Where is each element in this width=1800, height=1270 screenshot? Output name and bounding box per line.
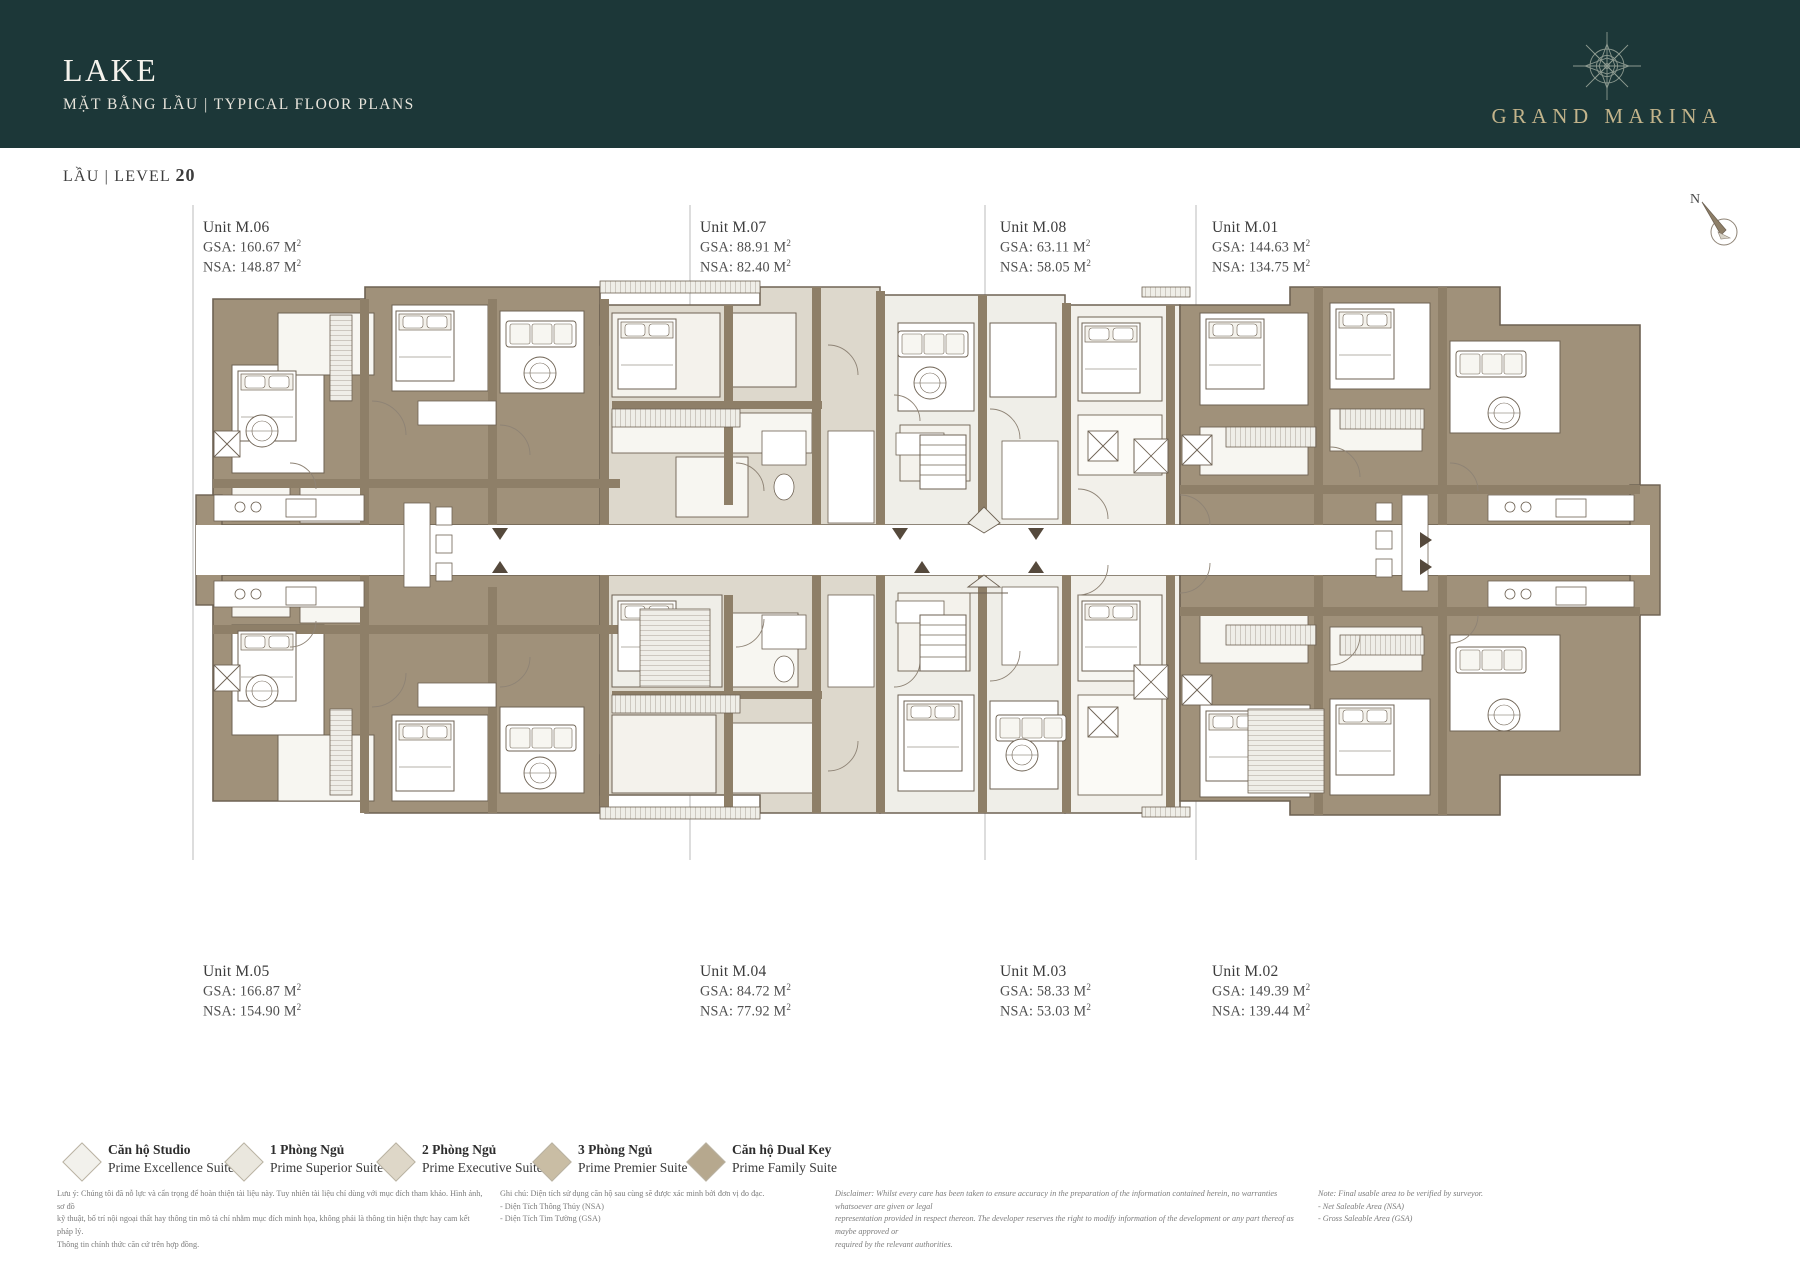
unit-name: Unit M.04	[700, 963, 767, 980]
corridor-direction-markers	[492, 528, 1432, 575]
north-arrow: N	[1690, 192, 1750, 254]
unit-gsa: GSA: 166.87 M2	[203, 982, 302, 1001]
unit-name: Unit M.01	[1212, 219, 1279, 236]
note-vietnamese: Lưu ý: Chúng tôi đã nỗ lực và cẩn trọng …	[57, 1189, 483, 1249]
unit-callout-m07: Unit M.07 GSA: 88.91 M2 NSA: 82.40 M2	[700, 218, 791, 277]
north-letter: N	[1690, 192, 1701, 207]
lobby-feature-icon	[967, 506, 1001, 534]
legend-swatch-diamond	[686, 1142, 726, 1182]
central-corridor	[196, 525, 1650, 575]
legend-text: Căn hộ Studio Prime Excellence Suite	[108, 1142, 234, 1176]
page-header: LAKE MẶT BẰNG LẦU | TYPICAL FLOOR PLANS	[0, 0, 1800, 148]
level-prefix: LẦU | LEVEL	[63, 168, 171, 185]
unit-nsa: NSA: 139.44 M2	[1212, 1001, 1311, 1020]
level-number: 20	[175, 165, 196, 185]
unit-callout-m04: Unit M.04 GSA: 84.72 M2 NSA: 77.92 M2	[700, 962, 791, 1021]
unit-callout-m06: Unit M.06 GSA: 160.67 M2 NSA: 148.87 M2	[203, 218, 301, 277]
plan-dining	[403, 494, 1429, 592]
floor-plan-stage	[0, 195, 1800, 915]
note-english: Note: Final usable area to be verified b…	[1318, 1189, 1483, 1224]
lobby-feature-lower-icon	[960, 574, 1008, 594]
unit-nsa: NSA: 148.87 M2	[203, 257, 302, 276]
unit-name: Unit M.06	[203, 219, 270, 236]
unit-callout-m03: Unit M.03 GSA: 58.33 M2 NSA: 53.03 M2	[1000, 962, 1091, 1021]
plan-wardrobes	[329, 314, 1425, 796]
unit-name: Unit M.08	[1000, 219, 1067, 236]
level-indicator: LẦU | LEVEL 20	[63, 165, 196, 186]
legend-text: 1 Phòng Ngủ Prime Superior Suite	[270, 1142, 384, 1176]
compass-rose-icon	[1564, 30, 1650, 107]
floor-plan-drawing	[192, 205, 1661, 860]
unit-callout-m01: Unit M.01 GSA: 144.63 M2 NSA: 134.75 M2	[1212, 218, 1310, 277]
unit-name: Unit M.03	[1000, 963, 1067, 980]
unit-gsa: GSA: 84.72 M2	[700, 982, 792, 1001]
plan-balcony-rails	[599, 280, 1191, 820]
unit-nsa: NSA: 154.90 M2	[203, 1001, 302, 1020]
unit-nsa: NSA: 134.75 M2	[1212, 257, 1311, 276]
plan-kitchen-runs	[213, 400, 1635, 708]
unit-gsa: GSA: 58.33 M2	[1000, 982, 1092, 1001]
ghichu-vietnamese: Ghi chú: Diện tích sử dụng căn hộ sau cù…	[500, 1189, 765, 1224]
unit-gsa: GSA: 144.63 M2	[1212, 238, 1311, 257]
plan-door-swings	[289, 344, 1479, 772]
disclaimer-english: Disclaimer: Whilst every care has been t…	[835, 1189, 1294, 1249]
legend-text: Căn hộ Dual Key Prime Family Suite	[732, 1142, 838, 1176]
unit-gsa: GSA: 160.67 M2	[203, 238, 302, 257]
unit-callout-m08: Unit M.08 GSA: 63.11 M2 NSA: 58.05 M2	[1000, 218, 1091, 277]
unit-nsa: NSA: 77.92 M2	[700, 1001, 792, 1020]
legend-text: 3 Phòng Ngủ Prime Premier Suite	[578, 1142, 688, 1176]
unit-name: Unit M.07	[700, 219, 767, 236]
brand-name: GRAND MARINA	[1491, 104, 1723, 128]
unit-gsa: GSA: 88.91 M2	[700, 238, 792, 257]
plan-cores	[919, 434, 1169, 700]
page-title: LAKE	[63, 52, 159, 88]
unit-name: Unit M.05	[203, 963, 270, 980]
legend: Căn hộ Studio Prime Excellence Suite 1 P…	[60, 1140, 1020, 1188]
legend-swatch-diamond	[62, 1142, 102, 1182]
unit-nsa: NSA: 53.03 M2	[1000, 1001, 1092, 1020]
unit-callout-m02: Unit M.02 GSA: 149.39 M2 NSA: 139.44 M2	[1212, 962, 1310, 1021]
plan-internal-walls	[213, 287, 1640, 815]
page-subtitle: MẶT BẰNG LẦU | TYPICAL FLOOR PLANS	[63, 96, 415, 113]
unit-nsa: NSA: 82.40 M2	[700, 257, 792, 276]
unit-callout-m05: Unit M.05 GSA: 166.87 M2 NSA: 154.90 M2	[203, 962, 301, 1021]
legend-text: 2 Phòng Ngủ Prime Executive Suite	[422, 1142, 543, 1176]
brand-logo: GRAND MARINA	[1462, 30, 1752, 130]
unit-gsa: GSA: 149.39 M2	[1212, 982, 1311, 1001]
unit-nsa: NSA: 58.05 M2	[1000, 257, 1092, 276]
north-arrow-icon	[1701, 201, 1738, 246]
unit-gsa: GSA: 63.11 M2	[1000, 238, 1091, 257]
unit-name: Unit M.02	[1212, 963, 1279, 980]
